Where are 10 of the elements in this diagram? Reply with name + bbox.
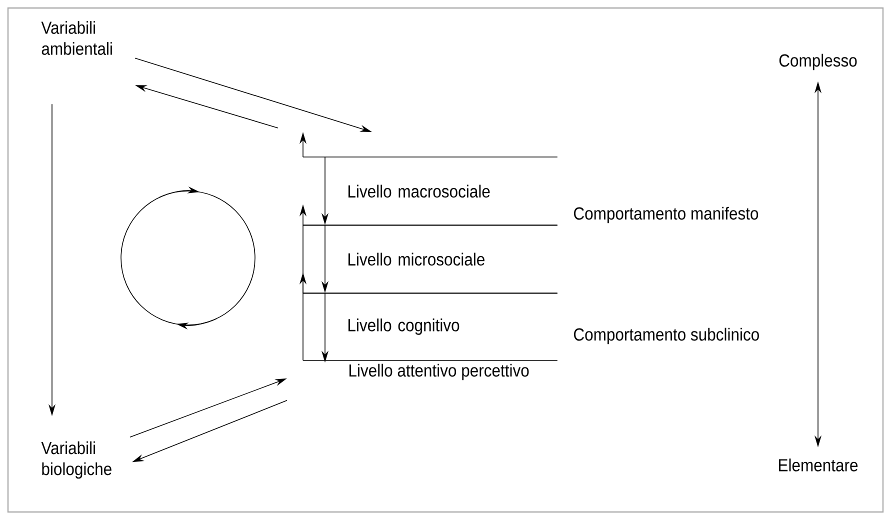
side-label: Comportamento subclinico (574, 328, 759, 344)
node-label: Livello attentivo percettivo (350, 364, 529, 380)
level-band: Livello microsociale (302, 224, 558, 294)
node-label: Complesso (779, 54, 857, 70)
level-band: Livello macrosociale (302, 156, 558, 226)
node-label: Elementare (779, 458, 858, 472)
level-band: Livello cognitivo (302, 292, 558, 361)
node-label: Variabili ambientali (41, 21, 112, 55)
node-label: Variabili biologiche (41, 441, 112, 479)
side-label: Comportamento manifesto (574, 206, 758, 224)
